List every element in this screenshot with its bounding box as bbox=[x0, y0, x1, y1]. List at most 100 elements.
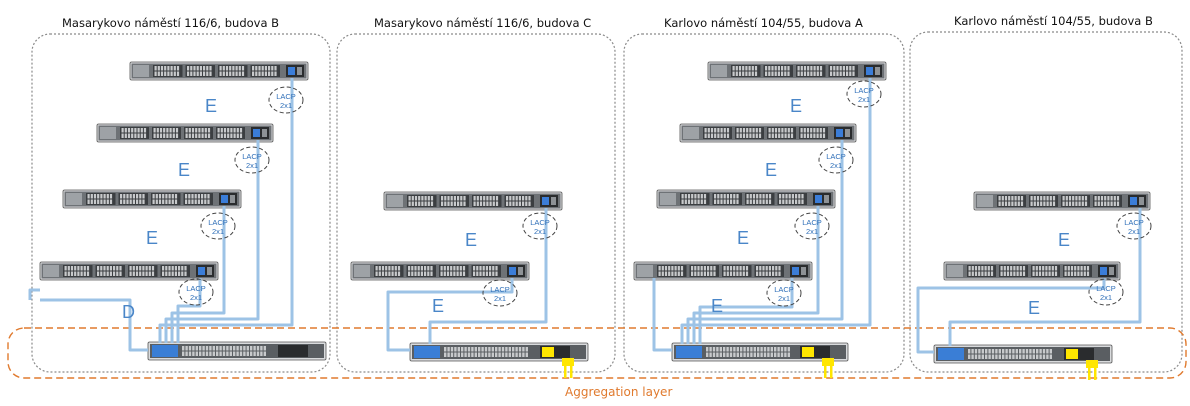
link-b1-3 bbox=[170, 206, 226, 343]
access-switch-b4-2 bbox=[943, 261, 1121, 281]
aggregation-switch-b3 bbox=[671, 342, 849, 362]
building-box-2 bbox=[336, 33, 616, 373]
access-switch-b2-2 bbox=[350, 261, 530, 281]
access-switch-b1-4-uplink-port bbox=[198, 267, 205, 275]
access-switch-b3-4-label-plate bbox=[637, 265, 653, 277]
aggregation-switch-b4-uplink-block bbox=[938, 348, 964, 360]
lacp-b1-4-count: 2x1 bbox=[190, 293, 202, 302]
lacp-b1-4-label: LACP bbox=[186, 284, 206, 293]
link-b3-3 bbox=[692, 206, 820, 344]
aggregation-layer-label: Aggregation layer bbox=[565, 385, 673, 399]
link-b2-1 bbox=[428, 208, 548, 344]
link-label-b3-2: E bbox=[765, 160, 777, 180]
lacp-b3-2-count: 2x1 bbox=[830, 161, 842, 170]
lacp-b1-3-count: 2x1 bbox=[212, 227, 224, 236]
link-b1-downlink bbox=[40, 298, 148, 352]
access-switch-b3-2-uplink-port bbox=[836, 129, 843, 137]
link-b4-1 bbox=[948, 208, 1142, 346]
lacp-b1-1-label: LACP bbox=[276, 92, 296, 101]
access-switch-b4-2-uplink-port bbox=[1100, 267, 1107, 275]
access-switch-b1-4-label-plate bbox=[43, 265, 59, 277]
link-b4-2 bbox=[916, 278, 1106, 354]
aggregation-layer-band bbox=[7, 327, 1187, 379]
lacp-b2-2-count: 2x1 bbox=[494, 294, 506, 303]
uplink-module-b4 bbox=[1086, 360, 1098, 368]
lacp-b3-1-label: LACP bbox=[854, 86, 874, 95]
lacp-b4-2-label: LACP bbox=[1096, 284, 1116, 293]
lacp-b1-2-label: LACP bbox=[242, 152, 262, 161]
aggregation-switch-b4 bbox=[933, 344, 1113, 364]
aggregation-switch-b1-uplink-block bbox=[152, 345, 178, 357]
access-switch-b3-1-uplink-port bbox=[866, 67, 873, 75]
lacp-b3-2-ring bbox=[818, 146, 854, 174]
lacp-b2-2-label: LACP bbox=[490, 285, 510, 294]
link-label-b1-4: D bbox=[122, 302, 135, 322]
lacp-b3-3-count: 2x1 bbox=[806, 227, 818, 236]
link-b3-2 bbox=[686, 140, 844, 344]
link-label-b1-2: E bbox=[178, 160, 190, 180]
lacp-b2-2-ring bbox=[482, 279, 518, 307]
uplink-module-b3 bbox=[822, 358, 834, 366]
lacp-b1-4-ring bbox=[178, 278, 214, 306]
link-b3-1 bbox=[680, 78, 872, 344]
lacp-b2-1-ring bbox=[522, 212, 558, 240]
link-b3-4 bbox=[698, 278, 794, 344]
access-switch-b3-2-label-plate bbox=[683, 127, 699, 139]
link-b1-2 bbox=[164, 140, 260, 343]
lacp-b3-3-ring bbox=[794, 212, 830, 240]
access-switch-b3-4-uplink-port bbox=[792, 267, 799, 275]
access-switch-b3-2 bbox=[679, 123, 857, 143]
access-switch-b1-1-label-plate bbox=[133, 65, 149, 77]
link-label-b2-2: E bbox=[432, 296, 444, 316]
lacp-b3-1-count: 2x1 bbox=[858, 95, 870, 104]
aggregation-switch-b2-uplink-module bbox=[542, 347, 554, 357]
aggregation-switch-b4-uplink-module bbox=[1066, 349, 1078, 359]
access-switch-b4-1-uplink-port bbox=[1130, 197, 1137, 205]
building-title-4: Karlovo náměstí 104/55, budova B bbox=[954, 14, 1153, 28]
building-box-4 bbox=[909, 31, 1183, 373]
access-switch-b1-2-label-plate bbox=[100, 127, 116, 139]
access-switch-b1-2-uplink-port bbox=[253, 129, 260, 137]
link-label-b1-3: E bbox=[146, 228, 158, 248]
link-label-b3-1: E bbox=[790, 96, 802, 116]
access-switch-b2-1-uplink-port bbox=[542, 197, 549, 205]
access-switch-b2-1 bbox=[383, 191, 563, 211]
access-switch-b4-1-label-plate bbox=[977, 195, 993, 207]
access-switch-b1-2 bbox=[96, 123, 274, 143]
access-switch-b3-3-uplink-port bbox=[815, 195, 822, 203]
link-b2-2 bbox=[386, 278, 514, 352]
access-switch-b3-1-label-plate bbox=[711, 65, 727, 77]
building-title-1: Masarykovo náměstí 116/6, budova B bbox=[62, 16, 280, 30]
access-switch-b3-3-label-plate bbox=[660, 193, 676, 205]
access-switch-b1-3-uplink-port bbox=[221, 195, 228, 203]
lacp-b3-4-count: 2x1 bbox=[778, 294, 790, 303]
access-switch-b3-3 bbox=[656, 189, 836, 209]
link-label-b3-4: E bbox=[711, 296, 723, 316]
lacp-b3-4-ring bbox=[766, 279, 802, 307]
access-switch-b3-4 bbox=[633, 261, 813, 281]
lacp-b4-1-label: LACP bbox=[1124, 218, 1144, 227]
lacp-b4-2-count: 2x1 bbox=[1100, 293, 1112, 302]
lacp-b3-2-label: LACP bbox=[826, 152, 846, 161]
aggregation-switch-b2 bbox=[409, 342, 589, 362]
uplink-module-b2 bbox=[562, 358, 574, 366]
access-switch-b1-1 bbox=[129, 61, 309, 81]
building-title-2: Masarykovo náměstí 116/6, budova C bbox=[374, 16, 592, 30]
access-switch-b1-4 bbox=[39, 261, 219, 281]
access-switch-b1-3 bbox=[62, 189, 242, 209]
link-b1-4 bbox=[176, 278, 202, 343]
lacp-b1-1-ring bbox=[268, 86, 304, 114]
access-switch-b4-1 bbox=[973, 191, 1151, 211]
lacp-b1-3-label: LACP bbox=[208, 218, 228, 227]
link-label-b4-1: E bbox=[1058, 230, 1070, 250]
link-label-b4-2: E bbox=[1028, 298, 1040, 318]
lacp-b3-1-ring bbox=[846, 80, 882, 108]
